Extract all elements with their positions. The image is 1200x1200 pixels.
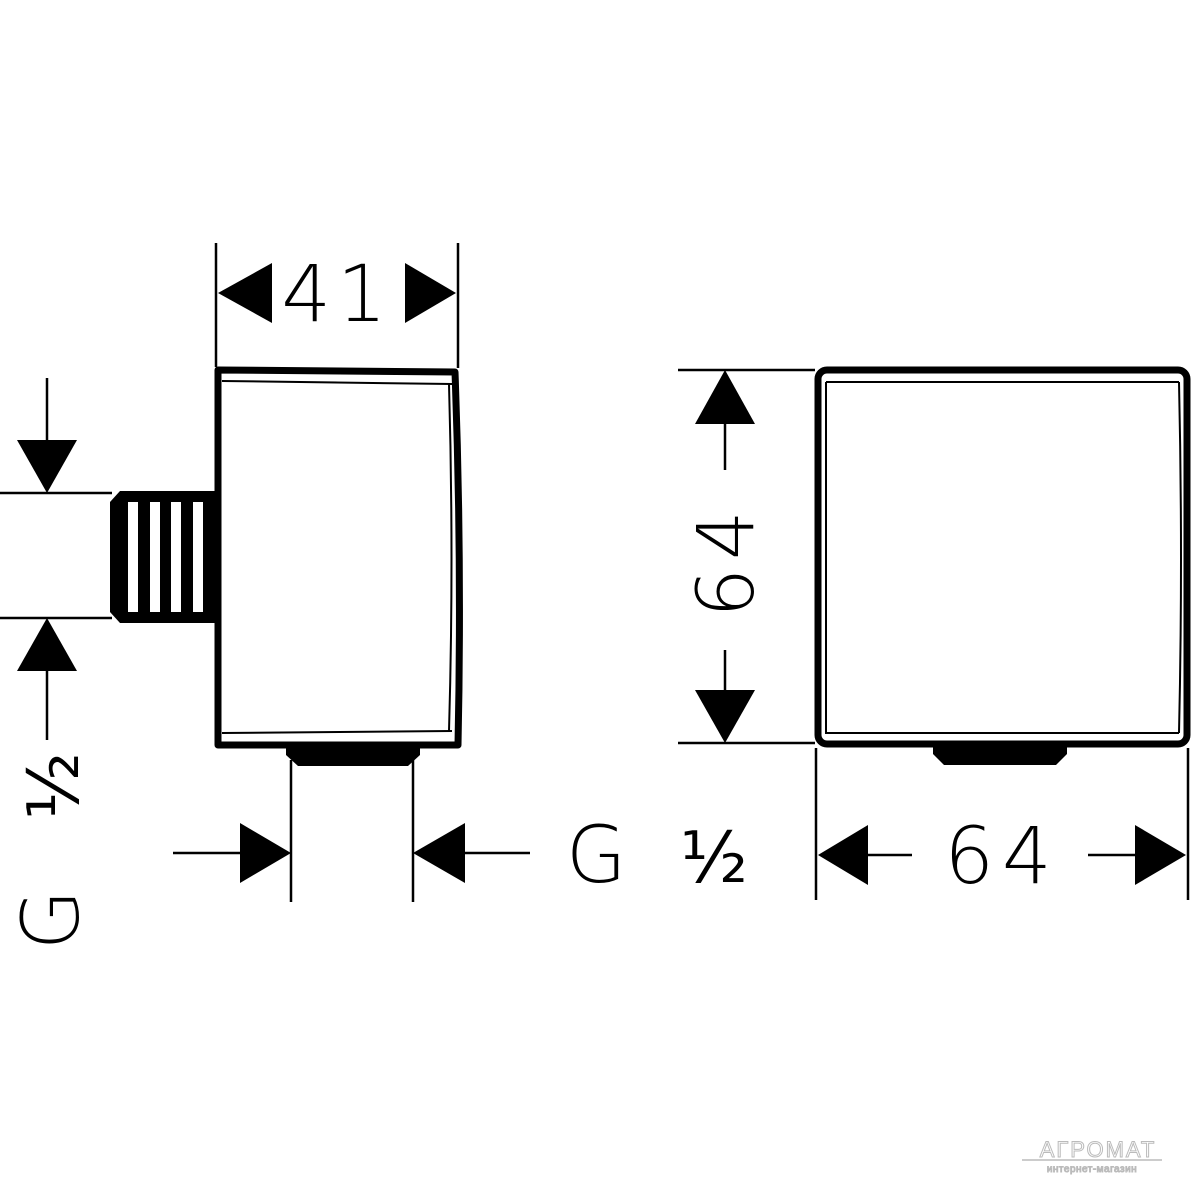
dimension-label-64-width: 64 (944, 812, 1059, 902)
svg-text:АГРОМАТ: АГРОМАТ (1040, 1137, 1157, 1162)
arrow-left-icon (818, 825, 868, 885)
arrow-down-icon (17, 440, 77, 493)
arrow-right-icon (1135, 825, 1186, 885)
bottom-outlet (933, 745, 1067, 765)
thread-left-fraction: ½ (13, 752, 95, 820)
dimension-label-41: 41 (281, 250, 392, 340)
svg-text:интернет-магазин: интернет-магазин (1047, 1164, 1137, 1175)
dimension-64-width (814, 748, 1190, 900)
arrow-down-icon (695, 690, 755, 743)
thread-bottom-letter: G (566, 811, 626, 901)
watermark-logo: АГРОМАТ интернет-магазин (1022, 1137, 1162, 1176)
arrow-up-icon (17, 618, 77, 671)
dimension-label-64-height: 64 (682, 502, 772, 617)
thread-nipple (110, 491, 215, 623)
dimension-41 (214, 243, 460, 368)
arrow-right-icon (240, 823, 291, 883)
arrow-left-icon (413, 823, 465, 883)
arrow-up-icon (695, 370, 755, 424)
bottom-outlet (286, 746, 420, 766)
dimension-thread-bottom (173, 760, 530, 902)
dimension-thread-left (0, 378, 112, 740)
arrow-right-icon (405, 263, 456, 323)
thread-bottom-fraction: ½ (680, 817, 748, 899)
front-view (814, 366, 1191, 765)
arrow-left-icon (218, 263, 272, 323)
dimension-64-height (678, 368, 815, 745)
side-view (110, 366, 463, 766)
thread-left-letter: G (7, 890, 97, 950)
